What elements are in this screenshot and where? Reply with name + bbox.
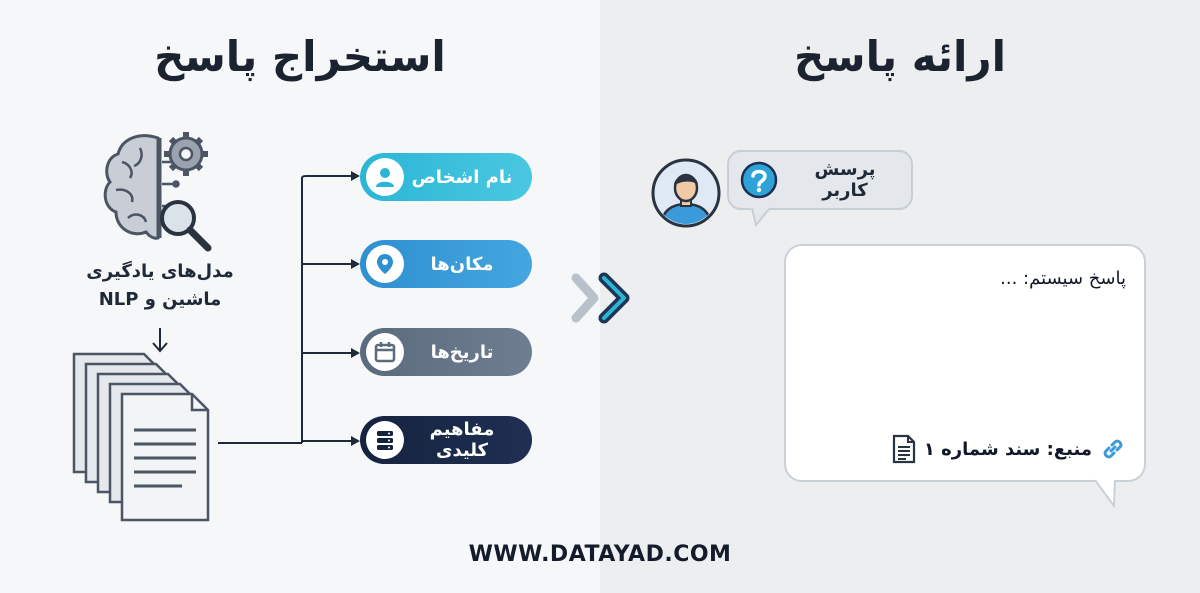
person-icon (366, 158, 404, 196)
question-bubble-tail (750, 207, 774, 227)
category-dates-pill: تاریخ‌ها (360, 328, 532, 376)
question-icon (739, 160, 779, 200)
user-question-bubble: پرسش کاربر (727, 150, 913, 210)
source-row: منبع: سند شماره ۱ (892, 434, 1126, 464)
database-icon (366, 421, 404, 459)
answer-bubble-tail (1094, 478, 1124, 508)
left-panel (0, 0, 600, 593)
down-arrow-icon (150, 326, 170, 354)
system-answer-box: پاسخ سیستم: ... منبع: سند شماره ۱ (784, 244, 1146, 482)
ml-models-label: مدل‌های یادگیری ماشین و NLP (60, 258, 260, 314)
category-places-pill: مکان‌ها (360, 240, 532, 288)
footer-url: WWW.DATAYAD.COM (468, 542, 732, 567)
extraction-title: استخراج پاسخ (154, 32, 446, 81)
presentation-title: ارائه پاسخ (794, 32, 1006, 81)
category-places-label: مکان‌ها (430, 253, 494, 275)
document-icon (892, 434, 916, 464)
category-persons-pill: نام اشخاص (360, 153, 532, 201)
forward-chevrons-icon (570, 268, 636, 328)
ml-label-line2: ماشین و NLP (98, 289, 222, 310)
brain-gear-icon (100, 128, 220, 256)
avatar (651, 158, 721, 228)
category-concepts-pill: مفاهیم کلیدی (360, 416, 532, 464)
source-text: منبع: سند شماره ۱ (923, 438, 1092, 460)
category-dates-label: تاریخ‌ها (430, 341, 494, 363)
category-concepts-label: مفاهیم کلیدی (429, 419, 495, 461)
question-label: پرسش کاربر (814, 159, 876, 201)
calendar-icon (366, 333, 404, 371)
category-persons-label: نام اشخاص (411, 166, 513, 188)
connector-lines (218, 160, 360, 460)
link-icon (1100, 436, 1126, 462)
ml-label-line1: مدل‌های یادگیری (86, 261, 234, 282)
answer-text: پاسخ سیستم: ... (1000, 268, 1126, 289)
documents-stack-icon (72, 352, 217, 524)
location-pin-icon (366, 245, 404, 283)
